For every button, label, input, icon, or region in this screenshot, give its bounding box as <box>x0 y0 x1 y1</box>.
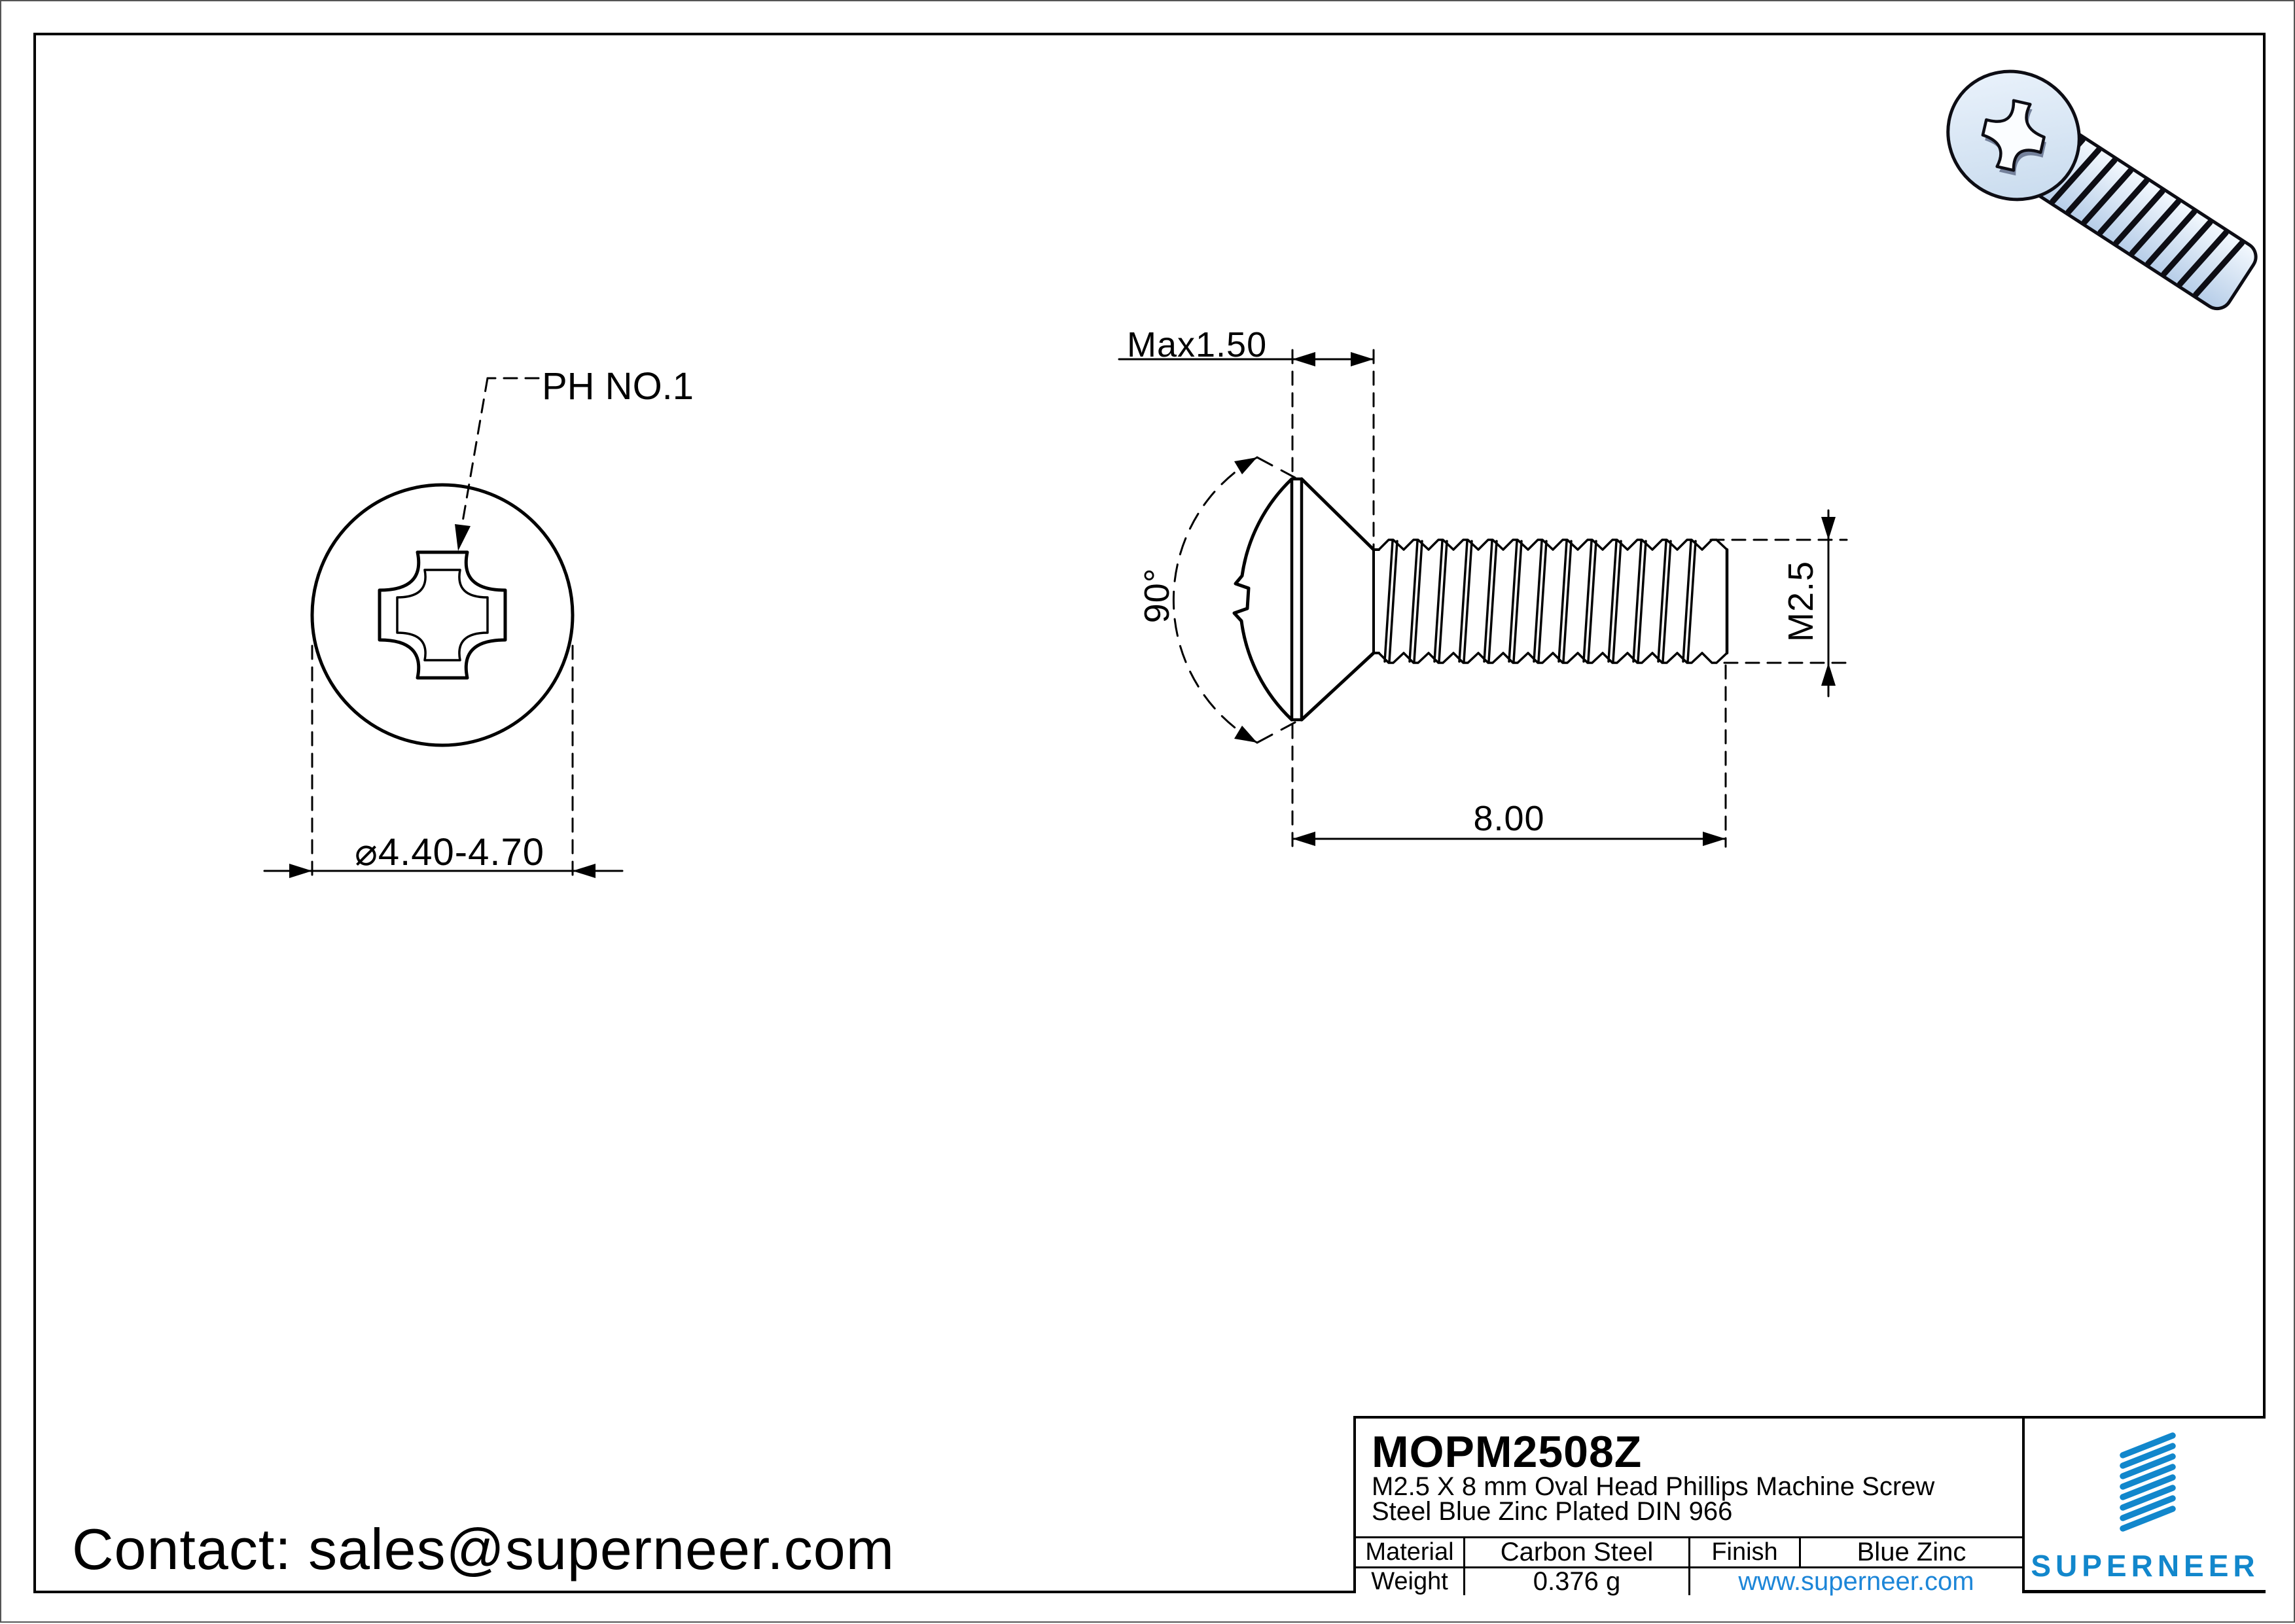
leader-arrowhead <box>455 524 471 551</box>
title-block: MOPM2508Z M2.5 X 8 mm Oval Head Phillips… <box>1353 1416 2266 1596</box>
diameter-dimension <box>263 644 624 883</box>
thread-lines <box>1378 538 1728 664</box>
angle-dimension-arc <box>1172 456 1296 744</box>
head-band <box>1290 477 1304 722</box>
part-number: MOPM2508Z <box>1372 1427 1643 1477</box>
angle-arrowhead <box>1234 726 1257 743</box>
thread-length-dimension-text: 8.00 <box>1473 799 1545 838</box>
dimension-arrowhead <box>1703 832 1726 846</box>
cone-lower-edge <box>1300 651 1376 722</box>
drawing-frame-border <box>33 33 2266 1593</box>
phillips-cross-3d <box>1981 99 2046 176</box>
head-diameter-dimension-text: ⌀4.40-4.70 <box>354 831 544 874</box>
head-height-dimension-text: Max1.50 <box>1127 325 1268 364</box>
dimension-arrowhead <box>1821 663 1836 686</box>
ph-label-leader-line <box>459 377 540 538</box>
cone-upper-edge <box>1300 477 1376 552</box>
weight-value-cell: 0.376 g <box>1463 1566 1688 1596</box>
contact-email-text: Contact: sales@superneer.com <box>72 1517 895 1581</box>
material-value-cell: Carbon Steel <box>1463 1536 1688 1566</box>
thread-size-text: M2.5 <box>1781 560 1821 643</box>
head-dome-arc <box>1232 477 1294 722</box>
angle-arrowhead <box>1234 457 1257 474</box>
website-link[interactable]: www.superneer.com <box>1688 1566 2022 1596</box>
dimension-arrowhead <box>289 864 312 878</box>
head-height-dimension <box>1118 349 1375 550</box>
phillips-recess-outer <box>378 550 507 680</box>
finish-value-cell: Blue Zinc <box>1799 1536 2022 1566</box>
front-view-drawing <box>263 377 624 883</box>
dimension-arrowhead <box>573 864 596 878</box>
thread-diameter-dimension <box>1709 509 1848 697</box>
phillips-recess-inner <box>396 569 489 662</box>
material-label-cell: Material <box>1356 1536 1463 1566</box>
brand-name: SUPERNEER <box>2031 1549 2260 1583</box>
head-outline-circle <box>310 483 575 747</box>
screw-3d-render <box>1946 69 2258 311</box>
dimension-arrowhead <box>1292 352 1315 366</box>
brand-logo-icon <box>2120 1432 2176 1532</box>
finish-label-cell: Finish <box>1688 1536 1799 1566</box>
dimension-arrowhead <box>1292 832 1315 846</box>
brand-logo-cell: SUPERNEER <box>2022 1419 2266 1590</box>
part-description-line2: Steel Blue Zinc Plated DIN 966 <box>1372 1497 1733 1526</box>
side-view-drawing <box>1118 349 1848 848</box>
countersink-angle-text: 90° <box>1137 567 1177 624</box>
phillips-drive-label: PH NO.1 <box>542 365 694 408</box>
part-description-line1: M2.5 X 8 mm Oval Head Phillips Machine S… <box>1372 1472 1935 1501</box>
weight-label-cell: Weight <box>1356 1566 1463 1595</box>
dimension-arrowhead <box>1821 517 1836 540</box>
length-dimension <box>1291 664 1727 848</box>
dimension-arrowhead <box>1351 352 1374 366</box>
